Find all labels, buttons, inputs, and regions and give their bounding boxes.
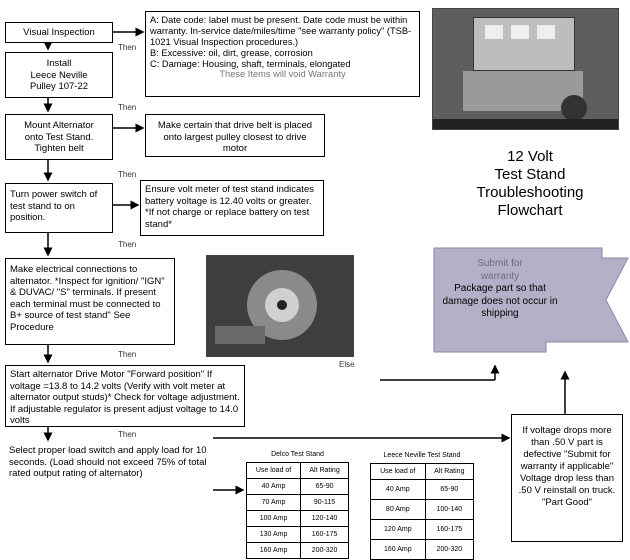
inspection-criteria-a: A: Date code: label must be present. Dat… xyxy=(150,15,412,47)
delco-cell: 65-90 xyxy=(300,478,349,495)
install-line-1: Install xyxy=(46,58,72,69)
leece-header-load: Use load of xyxy=(370,463,426,480)
delco-cell: 90-115 xyxy=(300,494,349,511)
inspection-criteria-b: B: Excessive: oil, dirt, grease, corrosi… xyxy=(150,48,313,58)
then-label-2: Then xyxy=(118,103,137,112)
voltage-drop-text: If voltage drops more than .50 V part is… xyxy=(518,425,616,508)
leece-cell: 80 Amp xyxy=(370,499,426,520)
leece-cell: 160 Amp xyxy=(370,539,426,560)
load-switch-box: Select proper load switch and apply load… xyxy=(5,443,213,509)
leece-cell: 100-140 xyxy=(424,499,475,520)
mount-line-3: Tighten belt xyxy=(34,143,84,154)
electrical-connections-text: Make electrical connections to alternato… xyxy=(10,264,165,333)
inspection-criteria-c: C: Damage: Housing, shaft, terminals, el… xyxy=(150,59,351,69)
banner-faded-line-1: Submit for xyxy=(477,258,523,269)
volt-meter-note-box: Ensure volt meter of test stand indicate… xyxy=(140,180,324,236)
drive-motor-box: Start alternator Drive Motor "Forward po… xyxy=(5,365,245,427)
delco-cell: 40 Amp xyxy=(245,478,302,495)
delco-cell: 160-175 xyxy=(300,526,349,543)
install-line-2: Leece Neville xyxy=(30,69,88,81)
void-warranty-note: These Items will void Warranty xyxy=(219,69,346,79)
leece-cell: 160-175 xyxy=(424,519,475,540)
else-label: Else xyxy=(339,360,355,369)
warranty-banner-text: Submit for warranty Package part so that… xyxy=(440,258,560,321)
leece-table-title: Leece Neville Test Stand xyxy=(383,452,461,459)
visual-inspection-box: Visual Inspection xyxy=(5,22,113,43)
drive-belt-note-text: Make certain that drive belt is placed o… xyxy=(157,120,313,154)
delco-cell: 130 Amp xyxy=(245,526,302,543)
title-line-2: Test Stand xyxy=(494,166,566,183)
test-stand-photo xyxy=(432,8,619,130)
install-pulley-box: Install Leece Neville Pulley 107-22 xyxy=(5,52,113,98)
visual-inspection-text: Visual Inspection xyxy=(23,27,95,38)
delco-cell: 100 Amp xyxy=(245,510,302,527)
delco-cell: 200-320 xyxy=(300,542,349,559)
then-label-3: Then xyxy=(118,170,137,179)
banner-main-text: Package part so that damage does not occ… xyxy=(442,283,558,319)
volt-meter-note-text: Ensure volt meter of test stand indicate… xyxy=(145,184,314,230)
title-line-1: 12 Volt xyxy=(507,148,553,165)
title-line-3: Troubleshooting xyxy=(476,184,584,201)
warranty-banner xyxy=(433,247,629,353)
drive-motor-text: Start alternator Drive Motor "Forward po… xyxy=(10,369,240,426)
power-switch-box: Turn power switch of test stand to on po… xyxy=(5,183,113,233)
inspection-criteria-box: A: Date code: label must be present. Dat… xyxy=(145,11,420,97)
delco-cell: 120-140 xyxy=(300,510,349,527)
then-label-6: Then xyxy=(118,430,137,439)
flowchart-title: 12 Volt Test Stand Troubleshooting Flowc… xyxy=(470,148,590,220)
delco-header-load: Use load of xyxy=(245,462,302,479)
then-label-4: Then xyxy=(118,240,137,249)
then-label-5: Then xyxy=(118,350,137,359)
voltage-drop-box: If voltage drops more than .50 V part is… xyxy=(511,414,623,542)
leece-cell: 200-320 xyxy=(424,539,475,560)
leece-header-rating: Alt Rating xyxy=(424,463,475,480)
delco-header-rating: Alt Rating xyxy=(300,462,349,479)
then-label-1: Then xyxy=(118,43,137,52)
electrical-connections-box: Make electrical connections to alternato… xyxy=(5,258,175,345)
leece-cell: 40 Amp xyxy=(370,479,426,500)
install-line-3: Pulley 107-22 xyxy=(29,81,89,92)
banner-faded-line-2: warranty xyxy=(480,270,520,282)
load-switch-text: Select proper load switch and apply load… xyxy=(9,445,207,479)
mount-line-2: onto Test Stand. xyxy=(24,131,94,143)
mount-line-1: Mount Alternator xyxy=(24,120,94,131)
mount-alternator-box: Mount Alternator onto Test Stand. Tighte… xyxy=(5,114,113,160)
leece-cell: 120 Amp xyxy=(370,519,426,540)
alternator-photo xyxy=(206,255,354,357)
title-line-4: Flowchart xyxy=(497,202,563,219)
leece-neville-table: Leece Neville Test Stand Use load of Alt… xyxy=(370,448,475,560)
drive-belt-note-box: Make certain that drive belt is placed o… xyxy=(145,114,325,157)
delco-cell: 70 Amp xyxy=(245,494,302,511)
delco-cell: 160 Amp xyxy=(245,542,302,559)
delco-table: Delco Test Stand Use load of Alt Rating … xyxy=(245,447,349,559)
power-switch-text: Turn power switch of test stand to on po… xyxy=(10,189,98,223)
delco-table-title: Delco Test Stand xyxy=(271,451,324,458)
leece-cell: 65-90 xyxy=(424,479,475,500)
